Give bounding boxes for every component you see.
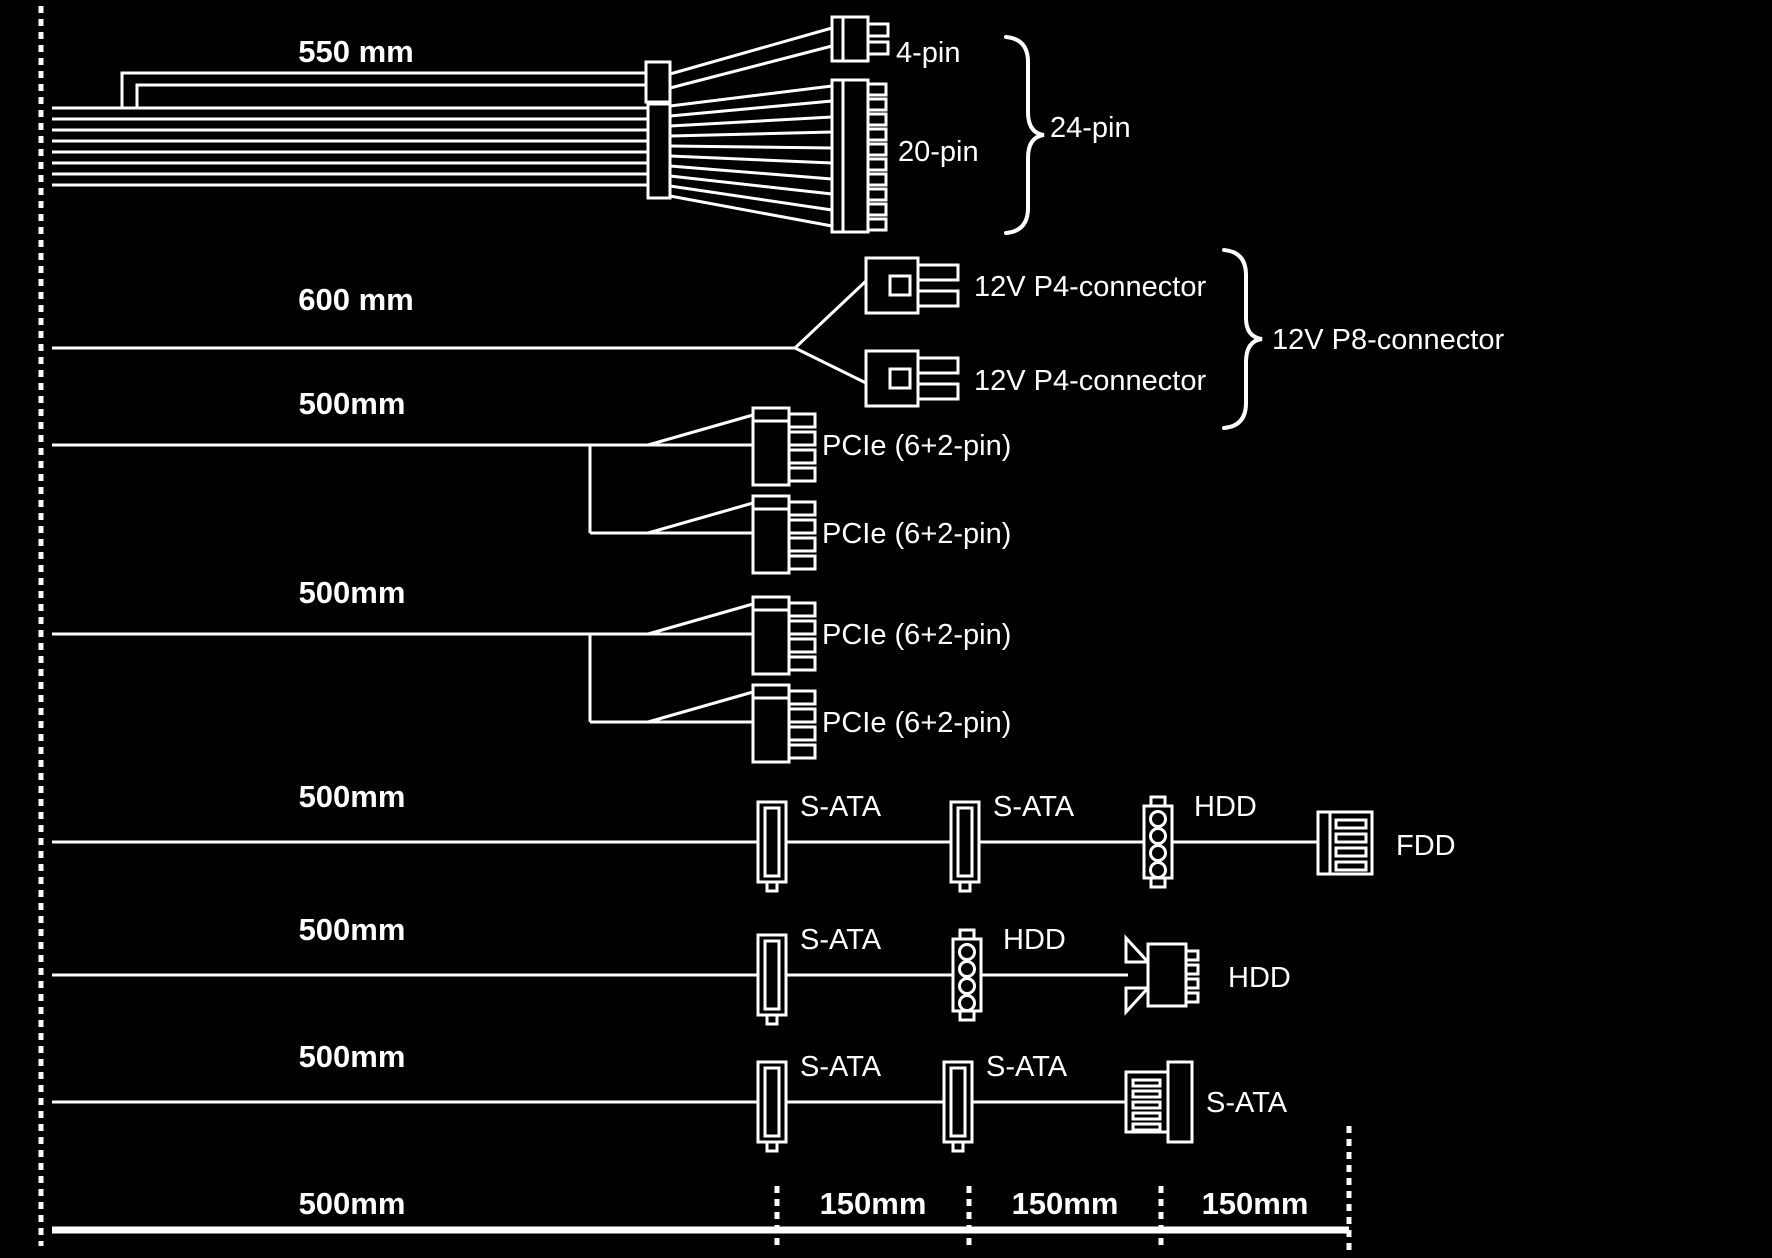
brace-p8 — [1222, 248, 1263, 430]
eps-split-upper — [793, 279, 868, 350]
connector-sata-icon — [756, 1060, 788, 1153]
cable-peripheral-1: 500mm S-ATA S-ATA HDD FDD — [52, 779, 1456, 893]
pcie-b-branch2 — [647, 690, 754, 724]
connector-sata-icon — [942, 1060, 974, 1153]
cable-length-label-pcie-b: 500mm — [299, 575, 406, 610]
connector-label-p1-hdd: HDD — [1194, 791, 1257, 823]
connector-hdd-icon — [1142, 795, 1174, 889]
connector-label-p3-sata2: S-ATA — [986, 1051, 1068, 1083]
connector-sata-icon — [756, 800, 788, 893]
connector-pcie-4 — [751, 683, 817, 764]
connector-label-pcie-4: PCIe (6+2-pin) — [822, 707, 1011, 739]
connector-label-pcie-2: PCIe (6+2-pin) — [822, 518, 1011, 550]
cable-pcie-b: 500mm PCIe (6+2-pin) PCIe (6+2-pin) — [52, 575, 1011, 764]
connector-label-p8: 12V P8-connector — [1272, 324, 1504, 356]
connector-label-p3-sata1: S-ATA — [800, 1051, 882, 1083]
connector-pcie-3 — [751, 595, 817, 676]
connector-label-24pin: 24-pin — [1050, 112, 1131, 144]
ruler-label-150mm-3: 150mm — [1202, 1186, 1309, 1221]
connector-label-p1-fdd: FDD — [1396, 830, 1456, 862]
ruler-label-150mm-1: 150mm — [820, 1186, 927, 1221]
connector-label-4pin: 4-pin — [896, 37, 961, 69]
cable-length-label-pcie-a: 500mm — [299, 386, 406, 421]
connector-sata-end-icon — [1124, 1060, 1194, 1144]
ruler-label-150mm-2: 150mm — [1012, 1186, 1119, 1221]
connector-label-p1-sata1: S-ATA — [800, 791, 882, 823]
connector-label-20pin: 20-pin — [898, 136, 979, 168]
cable-length-label-eps: 600 mm — [298, 282, 413, 317]
cable-length-label-atx: 550 mm — [298, 34, 413, 69]
atx-fanout-wires — [669, 26, 833, 228]
pcie-b-branch1 — [647, 602, 754, 636]
eps-split-lower — [794, 346, 867, 385]
connector-label-p4-top: 12V P4-connector — [974, 271, 1206, 303]
connector-4pin — [830, 15, 890, 63]
cable-length-label-p2: 500mm — [299, 912, 406, 947]
connector-label-pcie-3: PCIe (6+2-pin) — [822, 619, 1011, 651]
connector-label-p4-bottom: 12V P4-connector — [974, 365, 1206, 397]
cable-comb — [644, 60, 672, 200]
pcie-a-branch1 — [647, 413, 754, 447]
connector-molex-icon — [1124, 934, 1200, 1016]
connector-label-p3-sata3: S-ATA — [1206, 1087, 1288, 1119]
cable-peripheral-3: 500mm S-ATA S-ATA S-ATA — [52, 1039, 1288, 1153]
connector-sata-icon — [949, 800, 981, 893]
atx-wire-bundle — [52, 71, 648, 187]
cable-eps-12v: 600 mm 12V P4-connector 12V P4-connector… — [52, 248, 1504, 430]
connector-hdd-icon — [951, 928, 983, 1022]
connector-label-p2-hdd2: HDD — [1228, 962, 1291, 994]
connector-label-p2-hdd1: HDD — [1003, 924, 1066, 956]
cable-length-label-p3: 500mm — [299, 1039, 406, 1074]
connector-pcie-2 — [751, 494, 817, 575]
connector-sata-icon — [756, 933, 788, 1026]
connector-label-p2-sata: S-ATA — [800, 924, 882, 956]
connector-20pin — [830, 78, 888, 234]
cable-atx-24pin: 550 mm — [52, 15, 1131, 235]
cable-peripheral-2: 500mm S-ATA HDD HDD — [52, 912, 1291, 1026]
ruler-label-500mm: 500mm — [299, 1186, 406, 1221]
brace-24pin — [1004, 35, 1045, 235]
connector-label-p1-sata2: S-ATA — [993, 791, 1075, 823]
measurement-ruler: 500mm 150mm 150mm 150mm — [52, 1126, 1352, 1256]
connector-pcie-1 — [751, 406, 817, 487]
cable-length-label-p1: 500mm — [299, 779, 406, 814]
pcie-a-branch2 — [647, 501, 754, 535]
cable-pcie-a: 500mm PCIe (6+2-pin) PCIe (6+2-pin) — [52, 386, 1011, 575]
connector-fdd-icon — [1316, 810, 1374, 876]
connector-label-pcie-1: PCIe (6+2-pin) — [822, 430, 1011, 462]
